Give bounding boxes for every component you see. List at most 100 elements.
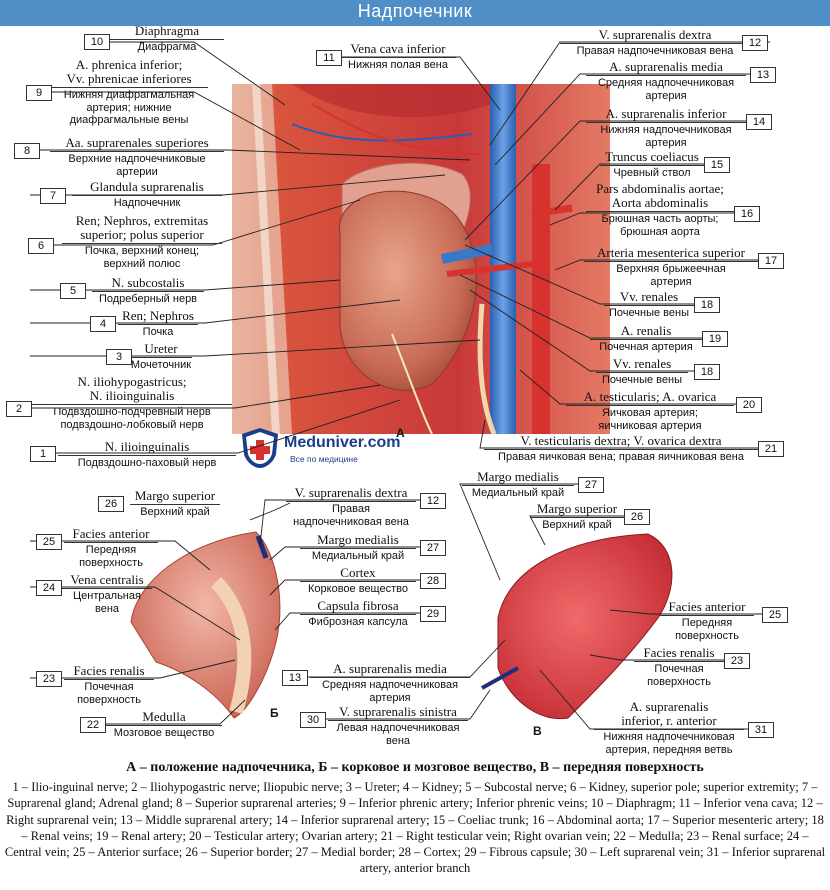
label-divider — [462, 485, 574, 486]
label-divider — [484, 449, 758, 450]
label-russian-line: артерия; нижние — [86, 101, 172, 114]
label-russian-line: артерия — [645, 89, 687, 102]
figure-v-illustration — [481, 533, 673, 720]
label-russian-line: Правая — [332, 503, 370, 515]
label-russian-line: Корковое вещество — [308, 583, 408, 595]
label-russian-line: вена — [385, 734, 411, 747]
badge-27b: 27 — [578, 477, 604, 493]
badge-4: 4 — [90, 316, 116, 332]
badge-9: 9 — [26, 85, 52, 101]
label-divider — [584, 261, 758, 262]
label-divider — [106, 725, 222, 726]
label-latin-line: V. suprarenalis dextra — [294, 485, 408, 500]
badge-22: 22 — [80, 717, 106, 733]
leader-26b — [529, 515, 640, 546]
label-russian-line: артерия — [645, 136, 687, 149]
label-latin-line: Vena centralis — [70, 572, 144, 587]
label-divider — [660, 615, 754, 616]
badge-2: 2 — [6, 401, 32, 417]
label-divider — [300, 581, 416, 582]
label-russian-line: Левая надпочечниковая — [336, 722, 460, 734]
label-latin-line: N. ilioinguinalis — [104, 439, 190, 454]
adrenal-anterior-shape — [497, 533, 673, 720]
label-latin-line: Pars abdominalis aortae; — [596, 181, 724, 196]
label-latin-line: A. testicularis; A. ovarica — [583, 389, 717, 404]
label-divider — [130, 357, 192, 358]
label-divider — [586, 75, 746, 76]
badge-23b: 23 — [724, 653, 750, 669]
badge-3: 3 — [106, 349, 132, 365]
leader-27a — [269, 546, 430, 561]
kidney-shape — [339, 190, 477, 391]
label-russian-line: Передняя — [85, 544, 137, 556]
label-russian-line: Верхняя брыжеечная — [616, 263, 726, 275]
leader-20 — [519, 369, 760, 405]
label-latin-line: Vv. renales — [619, 289, 679, 304]
label-latin-line: Facies anterior — [668, 599, 746, 614]
label-russian-line: Фиброзная капсула — [308, 616, 408, 628]
label-latin-line: N. subcostalis — [111, 275, 185, 290]
badge-26a: 26 — [98, 496, 124, 512]
badge-15: 15 — [704, 157, 730, 173]
badge-11: 11 — [316, 50, 342, 66]
label-divider — [130, 504, 220, 505]
leader-12a — [489, 41, 770, 146]
badge-8: 8 — [14, 143, 40, 159]
renal-artery-shape — [446, 261, 533, 277]
badge-13b: 13 — [282, 670, 308, 686]
leader-4 — [30, 299, 401, 324]
badge-23a: 23 — [36, 671, 62, 687]
leader-18a — [464, 244, 720, 305]
label-russian-line: Почка — [142, 326, 174, 338]
label-russian-line: Брюшная часть аорты; — [601, 213, 719, 225]
leader-2 — [30, 384, 381, 409]
label-russian-line: Нижняя надпочечниковая — [600, 124, 732, 136]
badge-27a: 27 — [420, 540, 446, 556]
label-inferior-phrenic: A. phrenica inferior;Vv. phrenicae infer… — [50, 58, 208, 127]
badge-18b: 18 — [694, 364, 720, 380]
figure-b-illustration — [130, 531, 281, 719]
label-latin-line: superior; polus superior — [80, 227, 204, 242]
label-divider — [50, 87, 208, 88]
label-russian-line: подвздошно-лобковый нерв — [60, 418, 204, 431]
label-russian-line: Средняя надпочечниковая — [321, 679, 459, 691]
label-russian-line: Медиальный край — [471, 487, 565, 499]
label-divider — [328, 720, 468, 721]
label-latin-line: N. iliohypogastricus; — [77, 374, 187, 389]
leader-25b — [609, 609, 770, 615]
label-latin-line: V. suprarenalis sinistra — [339, 704, 457, 719]
label-latin-line: V. testicularis dextra; V. ovarica dextr… — [520, 433, 722, 448]
label-divider — [72, 195, 222, 196]
label-divider — [560, 43, 750, 44]
label-russian-line: вена — [94, 602, 120, 615]
label-divider — [300, 614, 416, 615]
label-latin-line: N. ilioinguinalis — [89, 388, 175, 403]
leader-25a — [30, 540, 211, 571]
label-russian-line: Яичковая артерия; — [601, 407, 699, 419]
label-russian-line: поверхность — [77, 693, 141, 706]
label-divider — [118, 324, 198, 325]
leader-21 — [479, 419, 780, 449]
diaphragm-shape — [292, 84, 492, 118]
label-russian-line: Почечная артерия — [599, 341, 693, 353]
badge-10: 10 — [84, 34, 110, 50]
label-russian-line: Средняя надпочечниковая — [597, 77, 735, 89]
body-wall-fascia — [252, 84, 280, 434]
leader-10 — [88, 41, 286, 106]
badge-12a: 12 — [742, 35, 768, 51]
badge-7: 7 — [40, 188, 66, 204]
label-russian-line: Верхний край — [140, 506, 210, 518]
label-russian-line: Почечная — [84, 681, 134, 693]
leader-28 — [269, 579, 430, 596]
label-latin-line: Facies renalis — [643, 645, 715, 660]
